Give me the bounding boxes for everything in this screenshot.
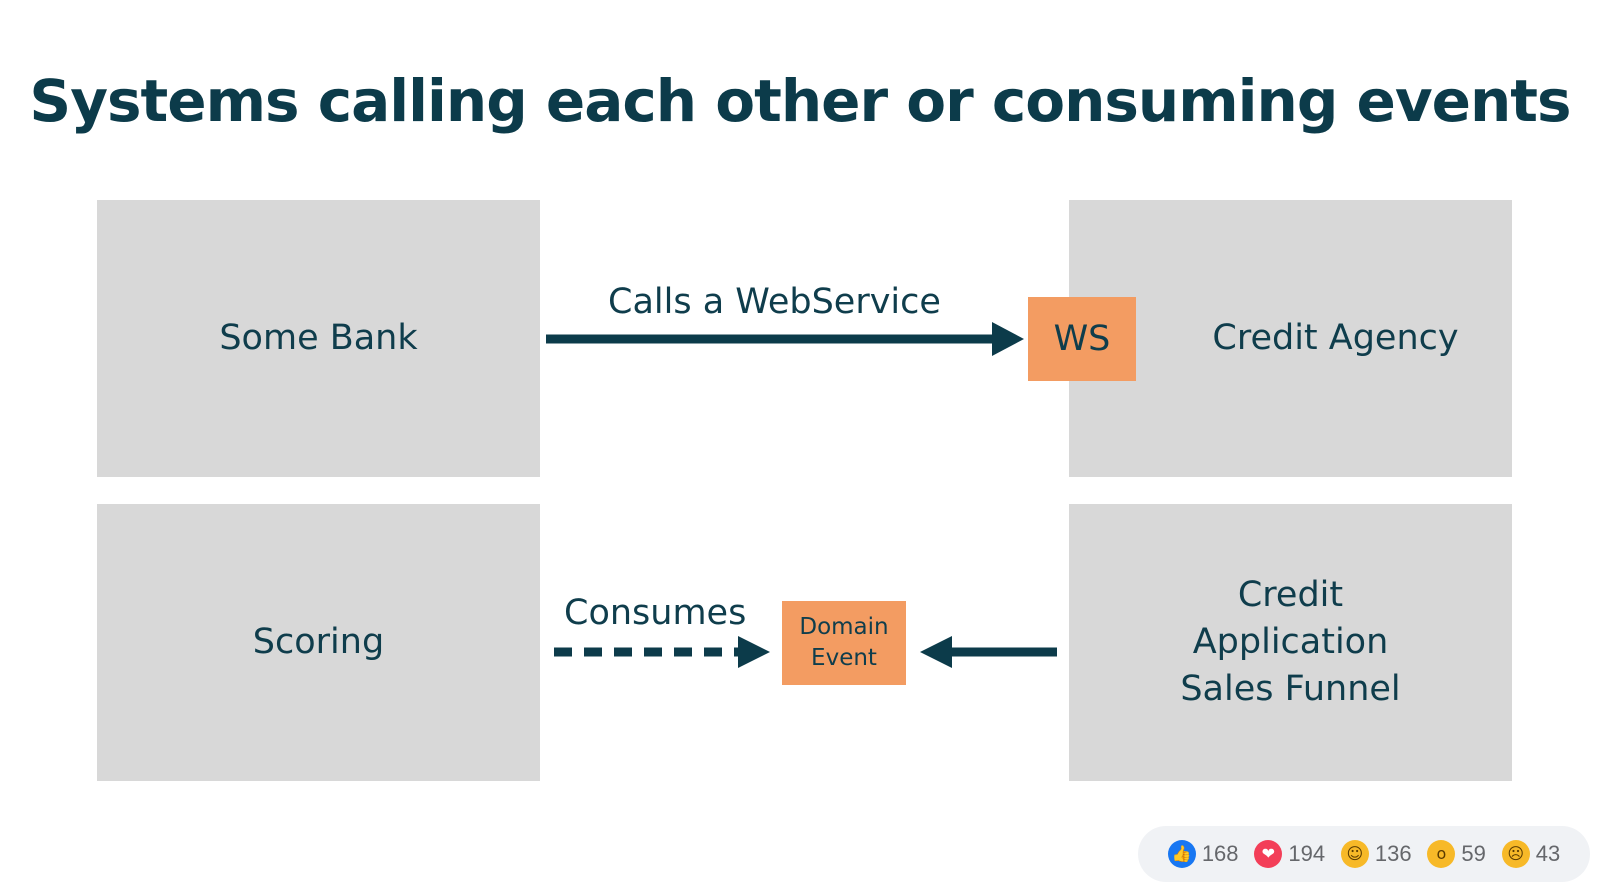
reactions-bar: 👍 168 ❤ 194 ☺ 136 o 59 ☹ 43 [1138, 826, 1590, 882]
reaction-like-count: 168 [1201, 841, 1239, 866]
reaction-wow[interactable]: o 59 [1427, 840, 1486, 868]
system-some-bank-label: Some Bank [219, 317, 418, 358]
reaction-wow-count: 59 [1461, 841, 1486, 866]
publish-arrow-head [920, 636, 952, 668]
sad-face-icon: ☹ [1501, 840, 1530, 868]
calls-arrow-head [992, 322, 1024, 356]
heart-icon: ❤ [1254, 840, 1283, 868]
reaction-sad-count: 43 [1535, 841, 1561, 866]
reaction-sad[interactable]: ☹ 43 [1501, 840, 1561, 868]
page-title: Systems calling each other or consuming … [29, 67, 1571, 135]
system-credit-application-sales-funnel: Credit Application Sales Funnel [1069, 504, 1512, 781]
thumbs-up-icon: 👍 [1167, 840, 1196, 868]
reaction-love[interactable]: ❤ 194 [1254, 840, 1325, 868]
reaction-love-count: 194 [1288, 841, 1326, 866]
consumes-arrow-head [738, 636, 770, 668]
system-funnel-label-line-2: Application [1192, 621, 1389, 662]
system-some-bank: Some Bank [97, 200, 540, 477]
webservice-interface: WS [1028, 297, 1136, 381]
system-scoring: Scoring [97, 504, 540, 781]
edge-label-calls: Calls a WebService [608, 282, 941, 322]
laughing-face-icon: ☺ [1340, 840, 1369, 868]
webservice-label: WS [1053, 319, 1111, 359]
reaction-haha[interactable]: ☺ 136 [1340, 840, 1412, 868]
system-funnel-label-line-3: Sales Funnel [1180, 669, 1401, 710]
system-credit-agency: Credit Agency [1069, 200, 1512, 477]
surprised-face-icon: o [1427, 840, 1456, 868]
edge-label-consumes: Consumes [564, 593, 747, 633]
system-scoring-label: Scoring [252, 621, 385, 662]
reaction-haha-count: 136 [1374, 841, 1412, 866]
domain-event-interface: Domain Event [782, 601, 906, 685]
domain-event-label-line-2: Event [811, 645, 877, 671]
system-funnel-label-line-1: Credit [1237, 574, 1344, 615]
system-credit-agency-label: Credit Agency [1212, 317, 1459, 358]
reaction-like[interactable]: 👍 168 [1167, 840, 1239, 868]
domain-event-label-line-1: Domain [799, 613, 889, 640]
